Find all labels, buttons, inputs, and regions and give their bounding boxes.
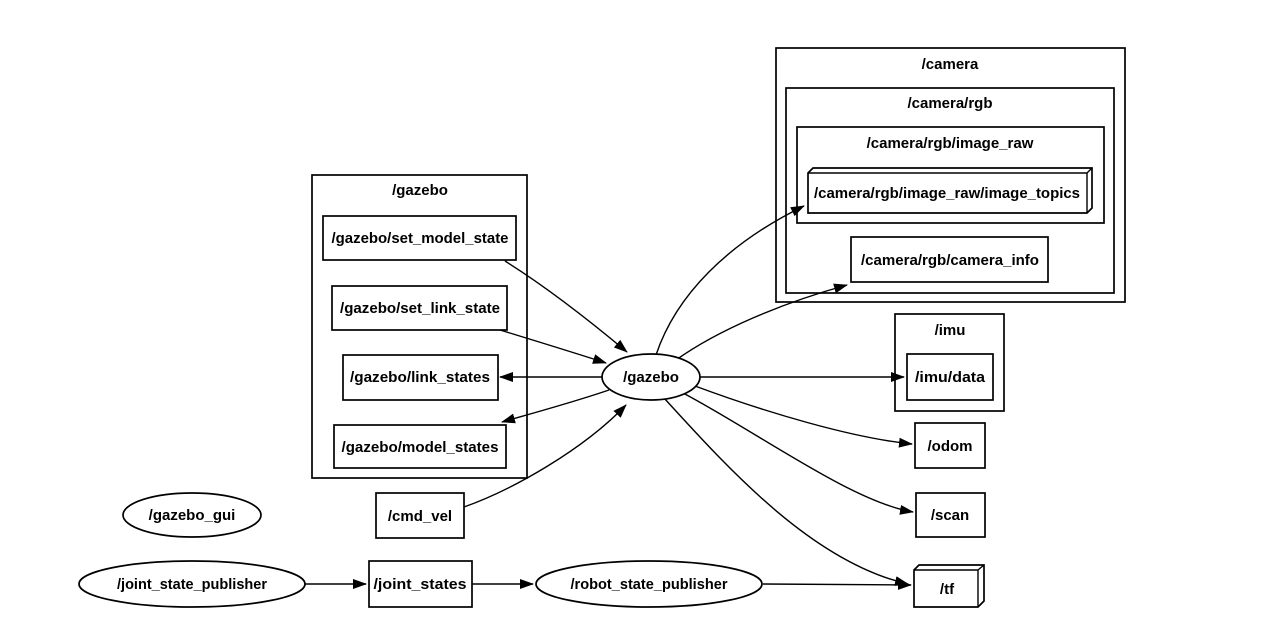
edge-gazebo-to-camera-info [675,283,848,361]
topic-tf-label: /tf [940,581,955,598]
topic-model-states-box [333,424,507,469]
topic-model-states: /gazebo/model_states [333,424,507,469]
topic-camera-info-box [850,236,1049,283]
topic-joint-states-label: /joint_states [374,576,467,593]
topic-tf: /tf [913,564,985,608]
topic-joint-states: /joint_states [368,560,473,608]
cluster-gazebo-label: /gazebo [392,182,448,199]
topic-imu-data-box [906,353,994,401]
topic-scan: /scan [915,492,986,538]
topic-imu-data-label: /imu/data [915,369,986,386]
topic-odom: /odom [914,422,986,469]
node-gazebo-gui: /gazebo_gui [122,492,262,538]
node-robot-state-publisher: /robot_state_publisher [535,560,763,608]
cluster-camera-label: /camera [922,56,979,73]
edge-set-model-state-to-gazebo [504,260,628,353]
node-gazebo-gui-ellipse [122,492,262,538]
cluster-imu-label: /imu [935,322,966,339]
node-gazebo: /gazebo [601,353,701,401]
edges [305,205,914,590]
topic-set-model-state-box [322,215,517,261]
topic-set-link-state-label: /gazebo/set_link_state [340,300,500,317]
topic-set-model-state: /gazebo/set_model_state [322,215,517,261]
topic-model-states-label: /gazebo/model_states [342,439,499,456]
edge-cmd-vel-to-gazebo [463,404,627,508]
topic-scan-label: /scan [931,507,969,524]
topic-tf-box3d-inner [914,564,985,607]
edge-robot-state-publisher-to-tf [762,579,912,590]
edge-set-link-state-to-gazebo [499,329,607,364]
topic-set-link-state: /gazebo/set_link_state [331,285,508,331]
node-joint-state-publisher-label: /joint_state_publisher [117,576,267,593]
topic-image-topics-label: /camera/rgb/image_raw/image_topics [814,185,1080,202]
topic-image-topics-box3d [807,167,1093,214]
cluster-camera-rgb-label: /camera/rgb [907,95,992,112]
edge-gazebo-to-image-topics [655,205,805,356]
topic-scan-box [915,492,986,538]
topic-camera-info: /camera/rgb/camera_info [850,236,1049,283]
node-joint-state-publisher-ellipse [78,560,306,608]
topic-link-states: /gazebo/link_states [342,354,499,401]
topic-set-model-state-label: /gazebo/set_model_state [332,230,509,247]
node-gazebo-ellipse [601,353,701,401]
topic-image-topics: /camera/rgb/image_raw/image_topics [807,167,1093,214]
topic-image-topics-box3d-inner [808,167,1093,213]
edge-gazebo-to-tf [663,397,909,586]
edge-gazebo-to-model-states [501,389,610,424]
topic-imu-data: /imu/data [906,353,994,401]
topic-cmd-vel-label: /cmd_vel [388,508,452,525]
node-gazebo-label: /gazebo [623,369,679,386]
edge-gazebo-to-odom [694,385,913,448]
topic-tf-box3d [913,564,985,608]
topic-odom-label: /odom [928,438,973,455]
topic-set-link-state-box [331,285,508,331]
topic-cmd-vel: /cmd_vel [375,492,465,539]
topic-camera-info-label: /camera/rgb/camera_info [861,252,1039,269]
topic-odom-box [914,422,986,469]
topic-cmd-vel-box [375,492,465,539]
node-robot-state-publisher-ellipse [535,560,763,608]
topic-link-states-box [342,354,499,401]
topic-joint-states-box [368,560,473,608]
node-gazebo-gui-label: /gazebo_gui [149,507,236,524]
node-robot-state-publisher-label: /robot_state_publisher [571,576,728,593]
node-joint-state-publisher: /joint_state_publisher [78,560,306,608]
edge-gazebo-to-scan [682,392,914,515]
cluster-camera-rgb-image-raw-label: /camera/rgb/image_raw [867,135,1034,152]
topic-link-states-label: /gazebo/link_states [350,369,490,386]
